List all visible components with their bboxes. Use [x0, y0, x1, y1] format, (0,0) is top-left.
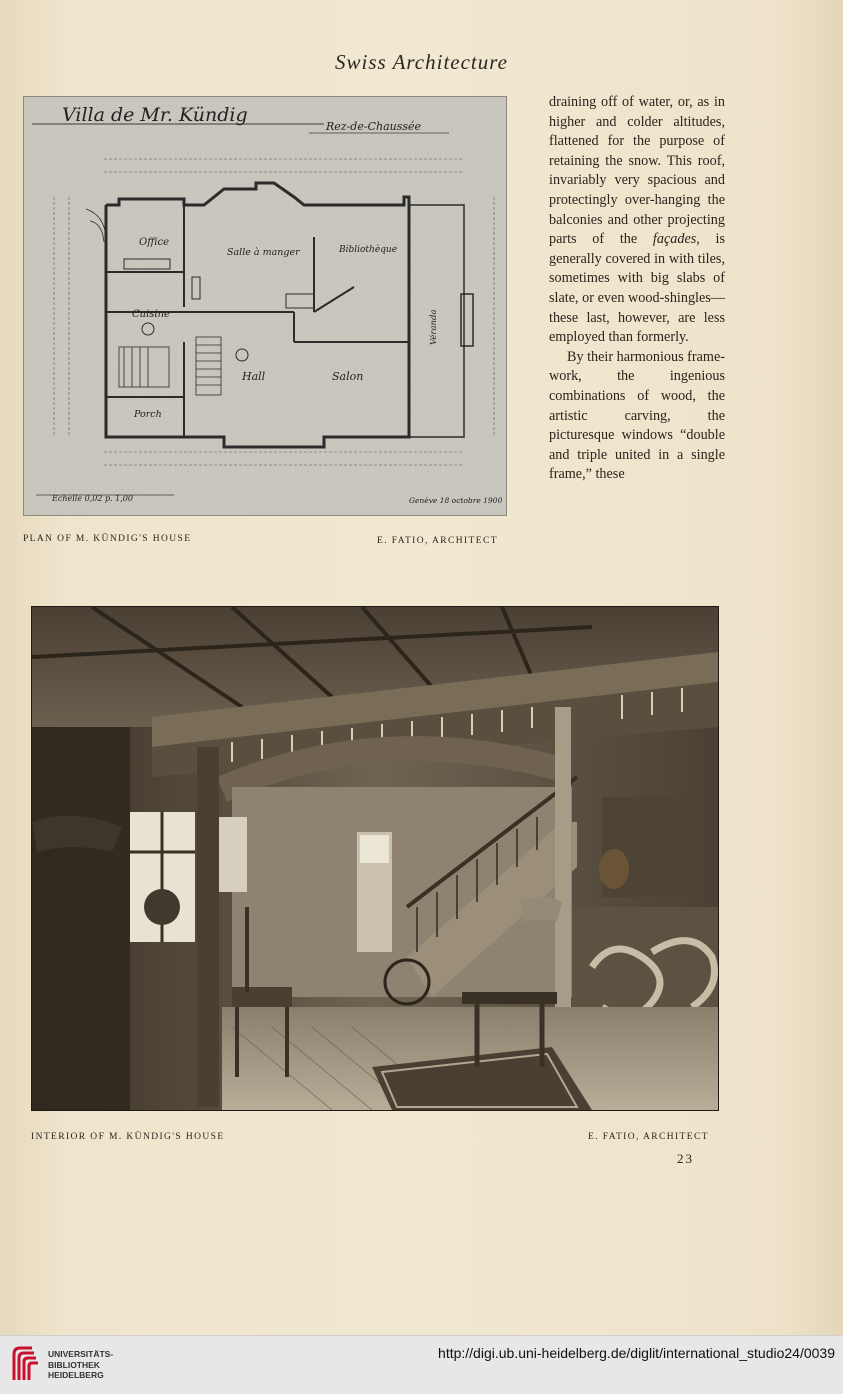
room-label-hall: Hall	[241, 370, 266, 383]
plan-subtitle: Rez-de-Chaussée	[325, 120, 422, 133]
interior-photo-image	[32, 607, 718, 1110]
plan-architect-credit: E. Fatio, Architect	[377, 536, 498, 546]
library-name: UNIVERSITÄTS- BIBLIOTHEK HEIDELBERG	[48, 1349, 114, 1380]
room-label-porch: Porch	[133, 409, 162, 420]
running-title: Swiss Architecture	[335, 50, 508, 74]
italic-word: façades	[652, 231, 697, 248]
permalink-url[interactable]: http://digi.ub.uni-heidelberg.de/diglit/…	[438, 1345, 835, 1361]
body-paragraph-2: By their harmonious frame-work, the inge…	[549, 348, 725, 483]
floor-plan-drawing: Villa de Mr. Kündig Rez-de-Chaussée	[24, 97, 506, 515]
plan-signature: Genève 18 octobre 1900	[409, 496, 502, 505]
plan-title: Villa de Mr. Kündig	[62, 104, 248, 126]
body-text-column: draining off of water, or, as in higher …	[549, 93, 725, 485]
room-label-library: Bibliothèque	[338, 244, 397, 255]
room-label-office: Office	[139, 237, 169, 248]
photo-architect-credit: E. Fatio, Architect	[588, 1132, 709, 1142]
book-page: Swiss Architecture Villa de Mr. Kündig R…	[0, 0, 843, 1335]
room-label-kitchen: Cuisine	[132, 309, 170, 320]
interior-photograph	[31, 606, 719, 1111]
page-number: 23	[677, 1151, 694, 1166]
plan-scale-note: Echelle 0,02 p. 1,00	[51, 494, 133, 503]
room-label-salon: Salon	[332, 370, 363, 383]
floor-plan-figure: Villa de Mr. Kündig Rez-de-Chaussée	[23, 96, 507, 516]
photo-caption: Interior of M. Kündig's House	[31, 1132, 225, 1142]
university-library-logo-icon[interactable]	[10, 1346, 42, 1384]
body-paragraph-1: draining off of water, or, as in higher …	[549, 94, 726, 346]
footer-bar: UNIVERSITÄTS- BIBLIOTHEK HEIDELBERG http…	[0, 1335, 843, 1394]
plan-caption: Plan of M. Kündig's House	[23, 534, 192, 544]
room-label-dining: Salle à manger	[227, 247, 301, 258]
room-label-veranda: Véranda	[428, 309, 439, 345]
